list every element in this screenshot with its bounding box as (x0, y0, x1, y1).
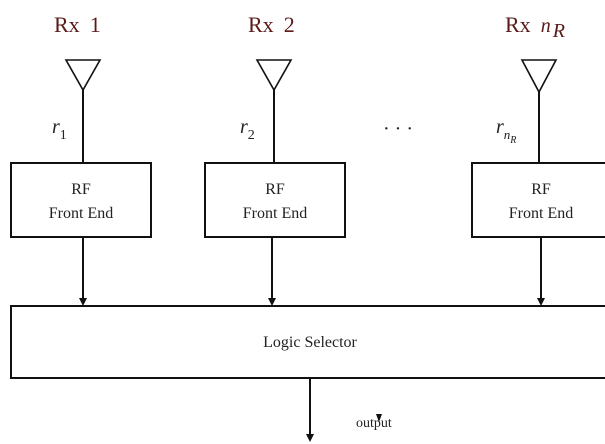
rf-front-end-title-1: RF (71, 181, 91, 198)
rf-front-end-box-2 (204, 162, 346, 238)
antenna-icon-nr (520, 59, 558, 94)
output-label-mark-icon (376, 414, 382, 422)
signal-label-r2: r2 (240, 116, 255, 143)
rf-front-end-title-nr: RF (531, 181, 551, 198)
rf-front-end-box-1 (10, 162, 152, 238)
rf-front-end-box-nr (471, 162, 605, 238)
logic-selector-box (10, 305, 605, 379)
logic-selector-label: Logic Selector (263, 334, 357, 351)
arrowhead-2 (268, 298, 276, 306)
signal-label-r1: r1 (52, 116, 67, 143)
arrowhead-nr (537, 298, 545, 306)
rf-front-end-subtitle-nr: Front End (509, 205, 573, 222)
output-arrowhead (306, 434, 314, 442)
arrowhead-1 (79, 298, 87, 306)
output-label: output (356, 416, 392, 431)
antenna-icon-1 (64, 59, 102, 92)
rf-front-end-title-2: RF (265, 181, 285, 198)
signal-label-rnr: rnR (496, 116, 516, 146)
rf-front-end-subtitle-1: Front End (49, 205, 113, 222)
ellipsis: · · · (383, 118, 413, 140)
rf-front-end-subtitle-2: Front End (243, 205, 307, 222)
antenna-icon-2 (255, 59, 293, 92)
